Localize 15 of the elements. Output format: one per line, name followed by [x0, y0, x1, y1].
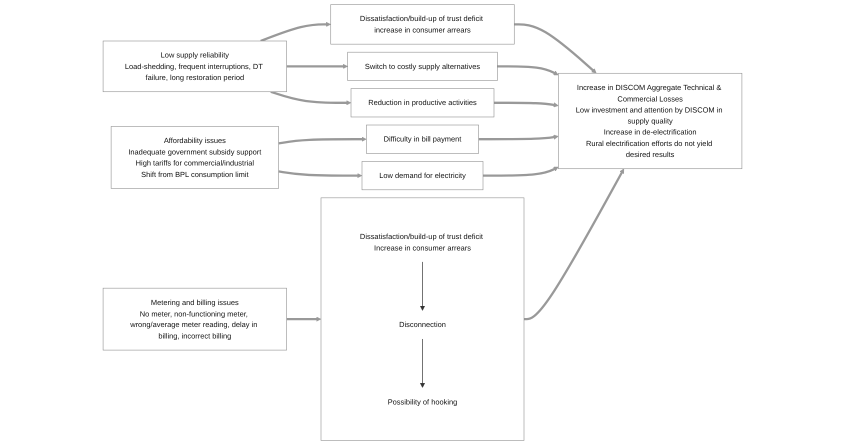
arrow: [270, 90, 352, 106]
arrow: [483, 166, 559, 177]
arrow: [494, 102, 559, 108]
arrow: [420, 261, 426, 311]
arrow: [478, 134, 559, 140]
arrow: [524, 168, 624, 320]
arrow: [278, 136, 367, 145]
arrow: [514, 23, 597, 74]
arrow: [497, 65, 559, 76]
arrow: [286, 316, 322, 322]
arrow: [286, 64, 348, 69]
arrow: [260, 22, 331, 42]
arrow: [278, 170, 362, 178]
arrow: [420, 338, 426, 388]
cluster: [320, 198, 524, 441]
